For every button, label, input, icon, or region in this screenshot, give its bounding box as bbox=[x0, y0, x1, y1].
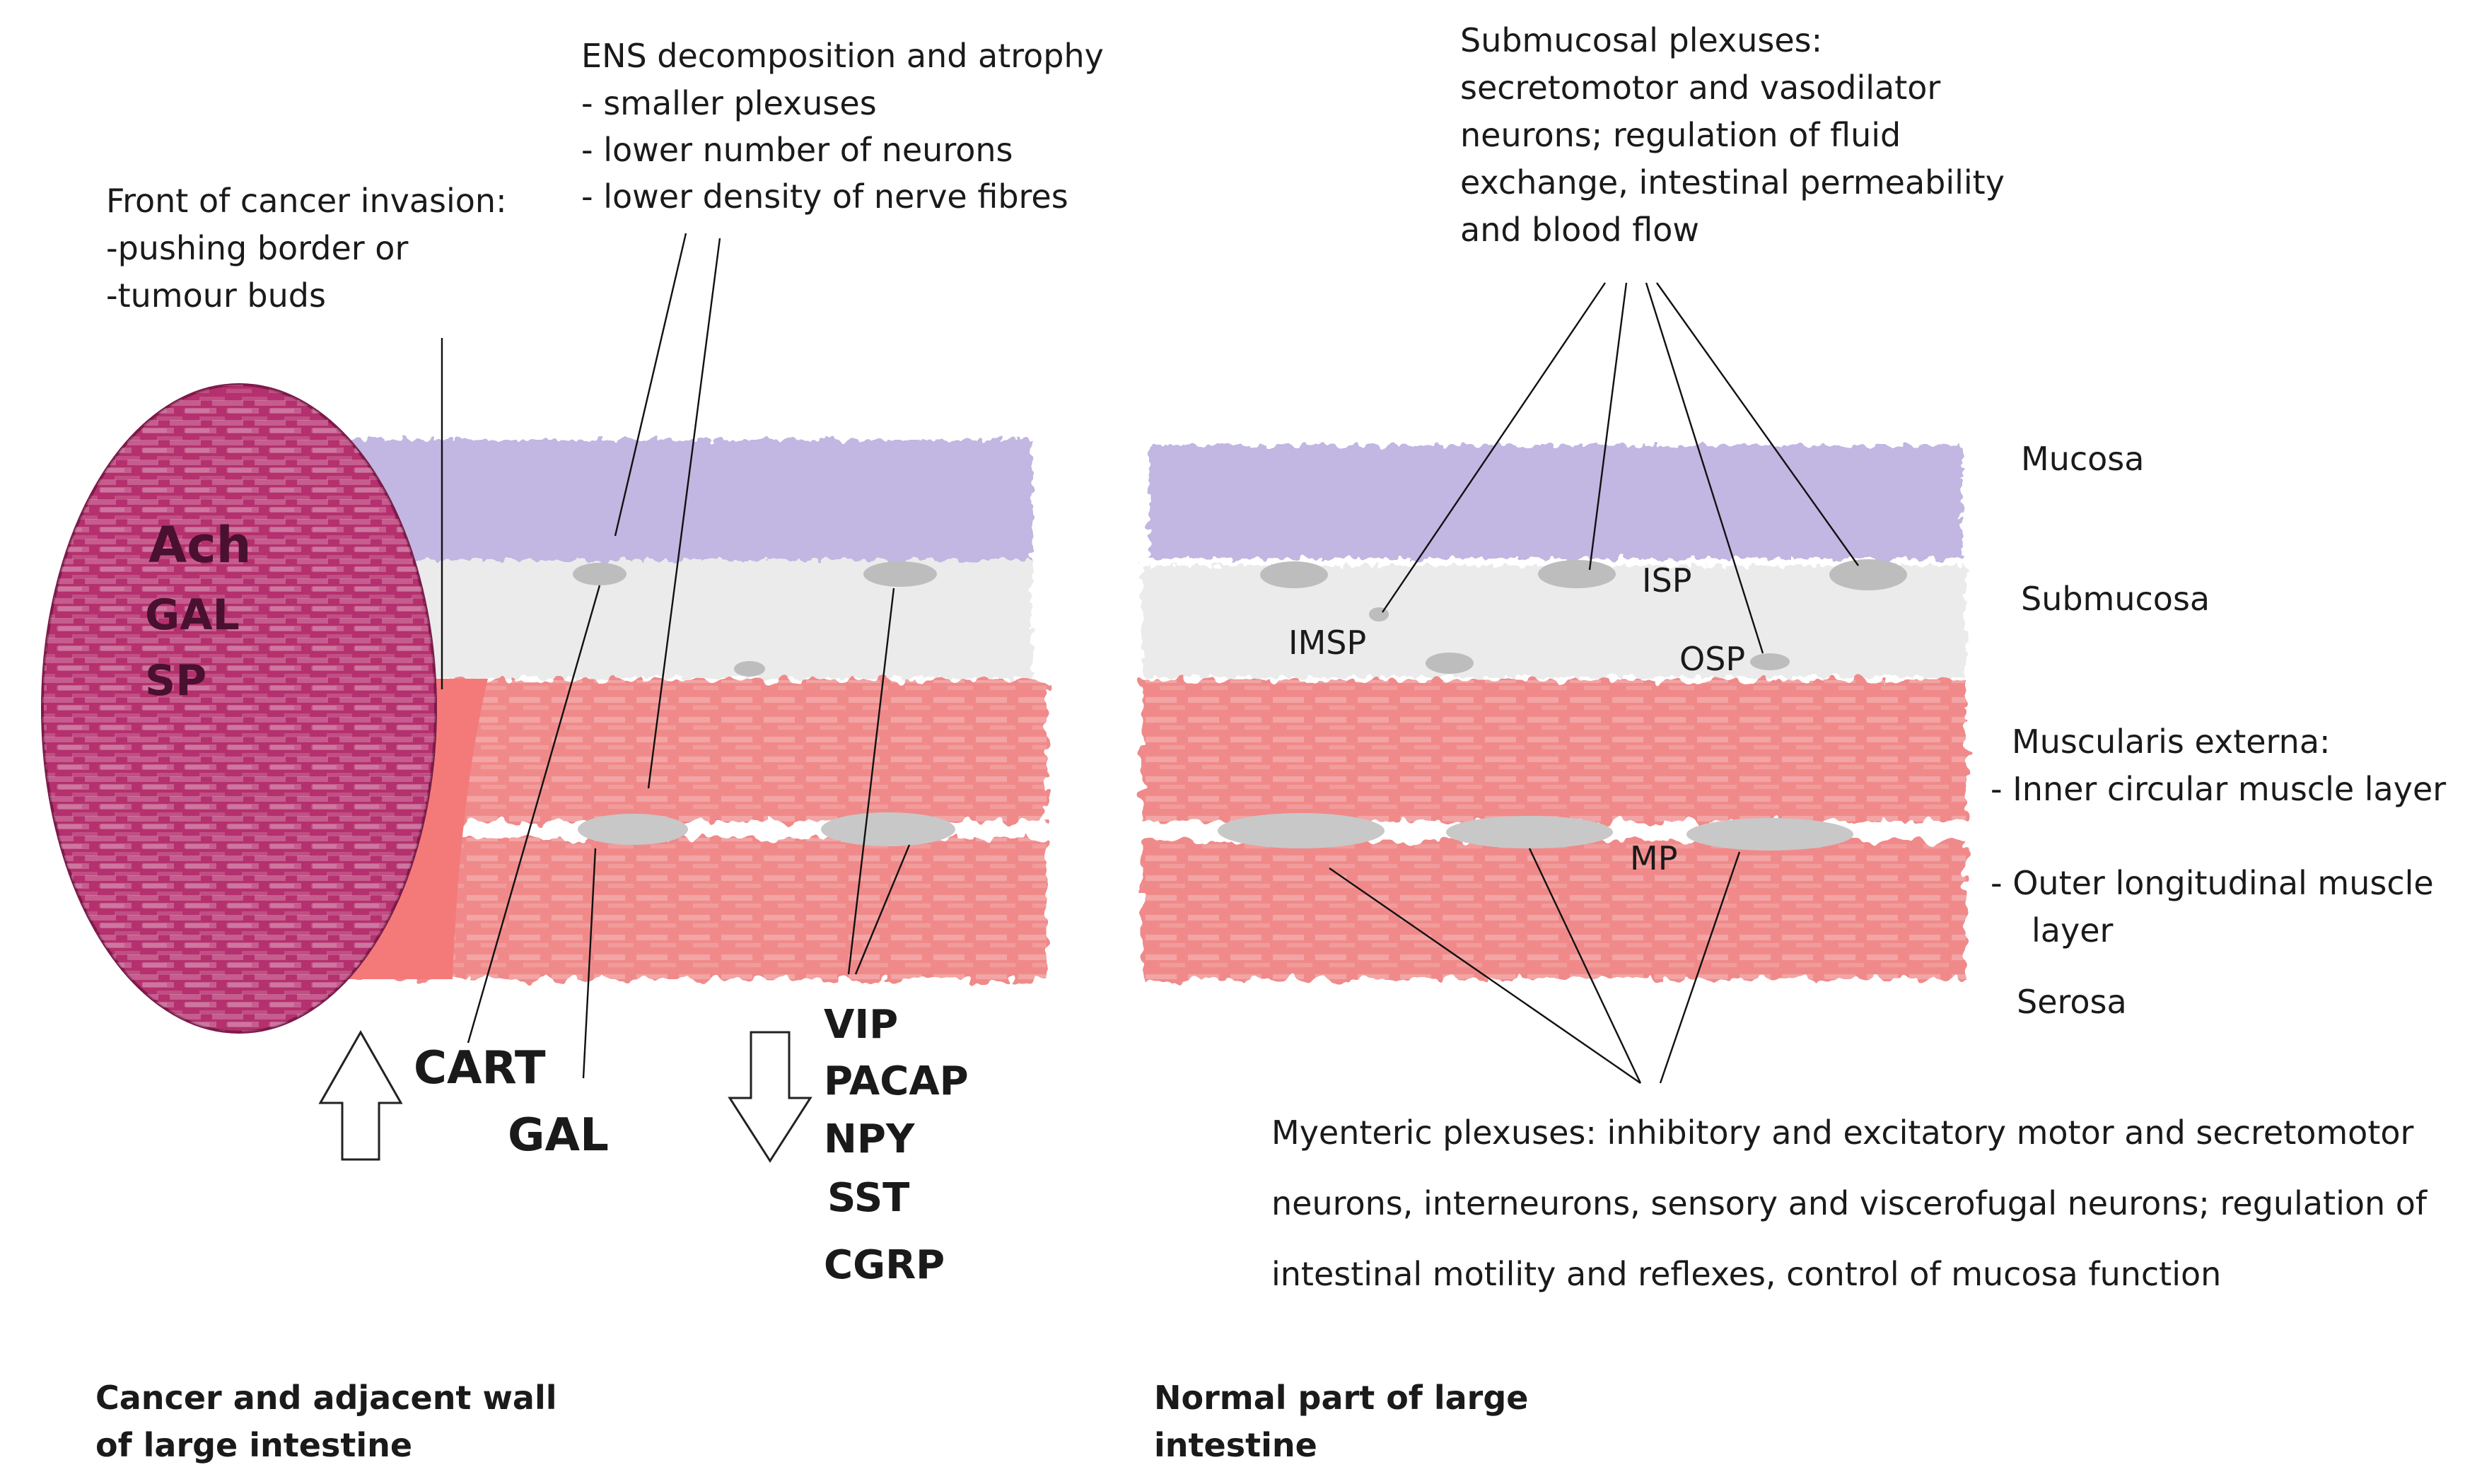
plexus-left-submucosa-2 bbox=[863, 561, 937, 587]
caption-cancer-1: Cancer and adjacent wall bbox=[95, 1379, 557, 1417]
decreased-cgrp: CGRP bbox=[824, 1242, 945, 1288]
layer-label-inner: - Inner circular muscle layer bbox=[1991, 770, 2446, 808]
submucosal-line-3: neurons; regulation of fluid bbox=[1460, 116, 1901, 154]
myenteric-line-2: neurons, interneurons, sensory and visce… bbox=[1271, 1184, 2428, 1222]
plexus-right-imsp bbox=[1369, 607, 1389, 621]
submucosal-line-4: exchange, intestinal permeability bbox=[1460, 163, 2005, 201]
layer-label-outer-1: - Outer longitudinal muscle bbox=[1991, 864, 2434, 902]
caption-normal-1: Normal part of large bbox=[1154, 1379, 1528, 1417]
ens-title: ENS decomposition and atrophy bbox=[581, 37, 1104, 75]
plexus-right-isp-2 bbox=[1538, 560, 1616, 588]
down-arrow-icon bbox=[728, 1031, 812, 1163]
tumour-marker-gal: GAL bbox=[145, 590, 240, 640]
submucosal-line-5: and blood flow bbox=[1460, 211, 1699, 249]
label-imsp: IMSP bbox=[1288, 624, 1366, 662]
up-arrow-icon bbox=[318, 1029, 403, 1161]
caption-normal-2: intestine bbox=[1154, 1426, 1317, 1464]
layer-label-outer-2: layer bbox=[2032, 911, 2113, 950]
layer-label-submucosa: Submucosa bbox=[2021, 580, 2210, 618]
front-item-2: -tumour buds bbox=[106, 276, 326, 315]
decreased-sst: SST bbox=[827, 1175, 909, 1221]
layer-label-muscularis: Muscularis externa: bbox=[2012, 723, 2331, 761]
myenteric-line-3: intestinal motility and reflexes, contro… bbox=[1271, 1255, 2221, 1293]
leader-lines bbox=[441, 233, 1859, 1084]
increased-cart: CART bbox=[414, 1042, 546, 1094]
right-mucosa-layer bbox=[1149, 445, 1962, 559]
label-osp: OSP bbox=[1679, 640, 1745, 678]
plexus-left-myenteric-1 bbox=[578, 814, 688, 845]
plexus-left-submucosa-3 bbox=[734, 661, 765, 677]
label-mp: MP bbox=[1630, 839, 1677, 877]
plexus-right-mp-3 bbox=[1686, 818, 1853, 851]
decreased-vip: VIP bbox=[824, 1002, 898, 1048]
layer-label-mucosa: Mucosa bbox=[2021, 440, 2144, 478]
submucosal-title: Submucosal plexuses: bbox=[1460, 21, 1822, 59]
caption-cancer-2: of large intestine bbox=[95, 1426, 412, 1464]
front-title: Front of cancer invasion: bbox=[106, 182, 507, 220]
tumour-marker-sp: SP bbox=[145, 656, 206, 706]
plexus-right-osp bbox=[1750, 653, 1790, 670]
ens-item-3: - lower density of nerve fibres bbox=[581, 177, 1068, 216]
ens-item-2: - lower number of neurons bbox=[581, 131, 1013, 169]
increased-gal: GAL bbox=[508, 1109, 609, 1162]
submucosal-line-2: secretomotor and vasodilator bbox=[1460, 69, 1940, 107]
plexus-right-mp-1 bbox=[1218, 813, 1385, 848]
plexus-left-submucosa-1 bbox=[573, 563, 627, 585]
front-item-1: -pushing border or bbox=[106, 229, 408, 267]
plexus-right-isp-3 bbox=[1829, 559, 1907, 590]
left-wall bbox=[318, 440, 1047, 979]
label-isp: ISP bbox=[1642, 561, 1692, 600]
plexus-right-isp-1 bbox=[1260, 561, 1328, 588]
decreased-npy: NPY bbox=[824, 1116, 916, 1162]
tumour-marker-ach: Ach bbox=[148, 516, 252, 574]
layer-label-serosa: Serosa bbox=[2017, 983, 2127, 1021]
ens-item-1: - smaller plexuses bbox=[581, 84, 877, 122]
plexus-left-myenteric-2 bbox=[821, 812, 955, 846]
plexus-right-submucosa-4 bbox=[1426, 653, 1474, 674]
tumour: Ach GAL SP bbox=[41, 383, 437, 1034]
myenteric-line-1: Myenteric plexuses: inhibitory and excit… bbox=[1271, 1114, 2414, 1152]
left-mucosa-layer bbox=[318, 440, 1032, 560]
decreased-pacap: PACAP bbox=[824, 1058, 969, 1104]
right-wall bbox=[1142, 445, 1966, 979]
plexus-right-mp-2 bbox=[1446, 816, 1613, 848]
